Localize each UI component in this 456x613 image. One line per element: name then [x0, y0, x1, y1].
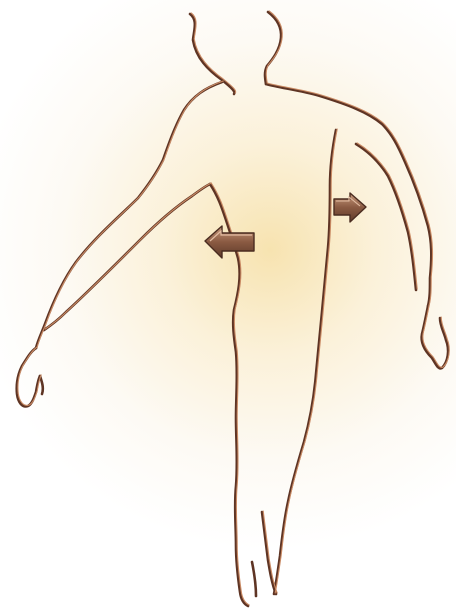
illustration-canvas [0, 0, 456, 613]
body-illustration [0, 0, 456, 613]
background-glow [0, 0, 456, 613]
